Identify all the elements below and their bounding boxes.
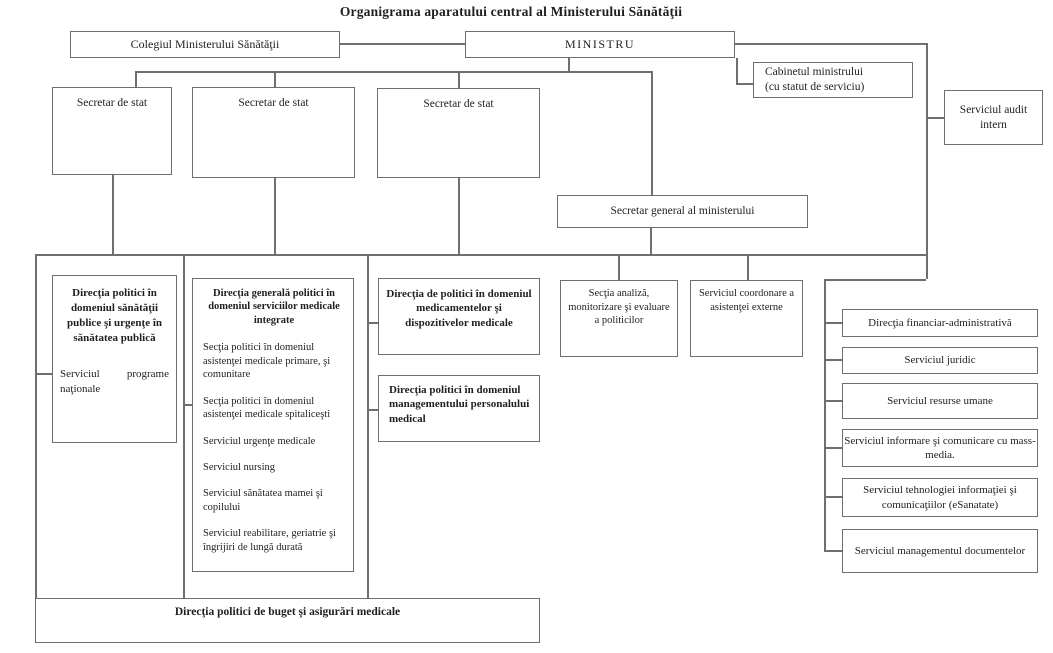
connector-ministru-right bbox=[735, 43, 926, 45]
node-serviciul-documente-label: Serviciul managementul documentelor bbox=[854, 544, 1026, 557]
connector-col3a-stub bbox=[367, 322, 378, 324]
node-serviciul-juridic-label: Serviciul juridic bbox=[904, 354, 976, 367]
connector-main-rail bbox=[35, 254, 926, 256]
node-secretar-1-label: Secretar de stat bbox=[76, 97, 148, 109]
connector-right-stub-1 bbox=[824, 322, 842, 324]
connector-cabinet-stub bbox=[736, 83, 753, 85]
node-serviciul-programe: Serviciul programe naţionale bbox=[60, 368, 169, 395]
connector-top-rail bbox=[135, 71, 652, 73]
list-item-sectia-spitaliceasca: Secţia politici în domeniul asistenţei m… bbox=[203, 395, 331, 421]
chart-title: Organigrama aparatului central al Minist… bbox=[339, 4, 683, 19]
node-serviciul-audit: Serviciul audit intern bbox=[944, 90, 1043, 145]
node-serviciul-management-documente: Serviciul managementul documentelor bbox=[842, 529, 1038, 573]
node-directia-medicamente-label: Direcţia de politici în domeniul medicam… bbox=[386, 288, 532, 329]
node-directia-management-label: Direcţia politici în domeniul management… bbox=[389, 384, 530, 425]
node-serviciul-tehnologiei: Serviciul tehnologiei informaţiei şi com… bbox=[842, 478, 1038, 517]
node-directia-generala-title: Direcţia generală politici în domeniul s… bbox=[208, 288, 340, 326]
node-secretar-2-label: Secretar de stat bbox=[238, 97, 309, 109]
node-directia-sanatate-publica: Direcţia politici în domeniul sănătăţii … bbox=[52, 275, 177, 443]
node-sectia-analiza-label: Secţia analiză, monitorizare şi evaluare… bbox=[568, 288, 670, 327]
connector-analiza-down bbox=[618, 254, 620, 280]
node-secretar-de-stat-1: Secretar de stat bbox=[52, 87, 172, 175]
node-cabinet-line2: (cu statut de serviciu) bbox=[765, 80, 865, 93]
connector-cabinet-down bbox=[736, 58, 738, 83]
node-colegiul-label: Colegiul Ministerului Sănătăţii bbox=[130, 36, 280, 51]
node-serviciul-informare-label: Serviciul informare şi comunicare cu mas… bbox=[844, 434, 1036, 461]
node-serviciul-tehnologiei-label: Serviciul tehnologiei informaţiei şi com… bbox=[863, 484, 1017, 511]
connector-right-stub-3 bbox=[824, 400, 842, 402]
node-directia-financiar-label: Direcţia financiar-administrativă bbox=[868, 316, 1012, 329]
node-ministru-label: MINISTRU bbox=[564, 36, 635, 51]
node-serviciul-informare: Serviciul informare şi comunicare cu mas… bbox=[842, 429, 1038, 467]
connector-col3b-stub bbox=[367, 409, 378, 411]
node-serviciul-coordonare-label: Serviciul coordonare a asistenţei extern… bbox=[698, 288, 795, 313]
connector-spine-col3 bbox=[367, 254, 369, 598]
connector-audit-stub bbox=[926, 117, 944, 119]
connector-ministru-down bbox=[568, 58, 570, 71]
connector-sec1-down bbox=[112, 175, 114, 254]
node-serviciul-audit-label: Serviciul audit intern bbox=[959, 103, 1028, 131]
connector-right-stub-6 bbox=[824, 550, 842, 552]
node-directia-buget: Direcţia politici de buget şi asigurări … bbox=[35, 598, 540, 643]
node-directia-financiar: Direcţia financiar-administrativă bbox=[842, 309, 1038, 337]
connector-right-stub-4 bbox=[824, 447, 842, 449]
connector-col1-stub bbox=[35, 373, 52, 375]
node-ministru: MINISTRU bbox=[465, 31, 735, 58]
node-cabinet-ministru: Cabinetul ministrului (cu statut de serv… bbox=[753, 62, 913, 98]
connector-right-elbow bbox=[824, 279, 926, 281]
node-secretar-de-stat-3: Secretar de stat bbox=[377, 88, 540, 178]
node-serviciul-juridic: Serviciul juridic bbox=[842, 347, 1038, 374]
node-directia-medicamente: Direcţia de politici în domeniul medicam… bbox=[378, 278, 540, 355]
node-directia-generala-servicii: Direcţia generală politici în domeniul s… bbox=[192, 278, 354, 572]
list-item-reabilitare: Serviciul reabilitare, geriatrie şi îngr… bbox=[203, 528, 336, 553]
node-cabinet-line1: Cabinetul ministrului bbox=[765, 66, 864, 78]
connector-sec3-top bbox=[458, 71, 460, 88]
connector-secretar-general-top bbox=[651, 71, 653, 195]
node-serviciul-resurse-label: Serviciul resurse umane bbox=[887, 394, 993, 407]
list-item-mama-copil: Serviciul sănătatea mamei şi copilului bbox=[203, 488, 323, 513]
connector-sec3-down bbox=[458, 178, 460, 254]
connector-spine-col1 bbox=[35, 254, 37, 598]
list-item-nursing: Serviciul nursing bbox=[203, 461, 276, 473]
connector-sec1-top bbox=[135, 71, 137, 87]
node-directia-management-personal: Direcţia politici în domeniul management… bbox=[378, 375, 540, 442]
node-sectia-analiza: Secţia analiză, monitorizare şi evaluare… bbox=[560, 280, 678, 357]
node-secretar-3-label: Secretar de stat bbox=[423, 98, 494, 110]
list-item-urgente: Serviciul urgenţe medicale bbox=[203, 435, 316, 447]
connector-right-stub-2 bbox=[824, 359, 842, 361]
connector-right-spine-upper bbox=[926, 43, 928, 279]
connector-col2-stub bbox=[183, 404, 192, 406]
connector-sec2-down bbox=[274, 178, 276, 254]
node-secretar-general-label: Secretar general al ministerului bbox=[610, 205, 755, 218]
node-serviciul-coordonare: Serviciul coordonare a asistenţei extern… bbox=[690, 280, 803, 357]
node-directia-buget-label: Direcţia politici de buget şi asigurări … bbox=[174, 606, 401, 618]
connector-coordonare-down bbox=[747, 254, 749, 280]
node-secretar-general: Secretar general al ministerului bbox=[557, 195, 808, 228]
connector-secretar-general-down bbox=[650, 228, 652, 254]
connector-colegiul-ministru bbox=[340, 43, 465, 45]
node-directia-sanatate-title: Direcţia politici în domeniul sănătăţii … bbox=[66, 287, 163, 344]
node-colegiul: Colegiul Ministerului Sănătăţii bbox=[70, 31, 340, 58]
connector-sec2-top bbox=[274, 71, 276, 87]
connector-spine-col2 bbox=[183, 254, 185, 598]
list-item-sectia-primara: Secţia politici în domeniul asistenţei m… bbox=[203, 342, 331, 381]
node-secretar-de-stat-2: Secretar de stat bbox=[192, 87, 355, 178]
connector-right-spine bbox=[824, 279, 826, 551]
connector-right-stub-5 bbox=[824, 496, 842, 498]
node-serviciul-resurse-umane: Serviciul resurse umane bbox=[842, 383, 1038, 419]
